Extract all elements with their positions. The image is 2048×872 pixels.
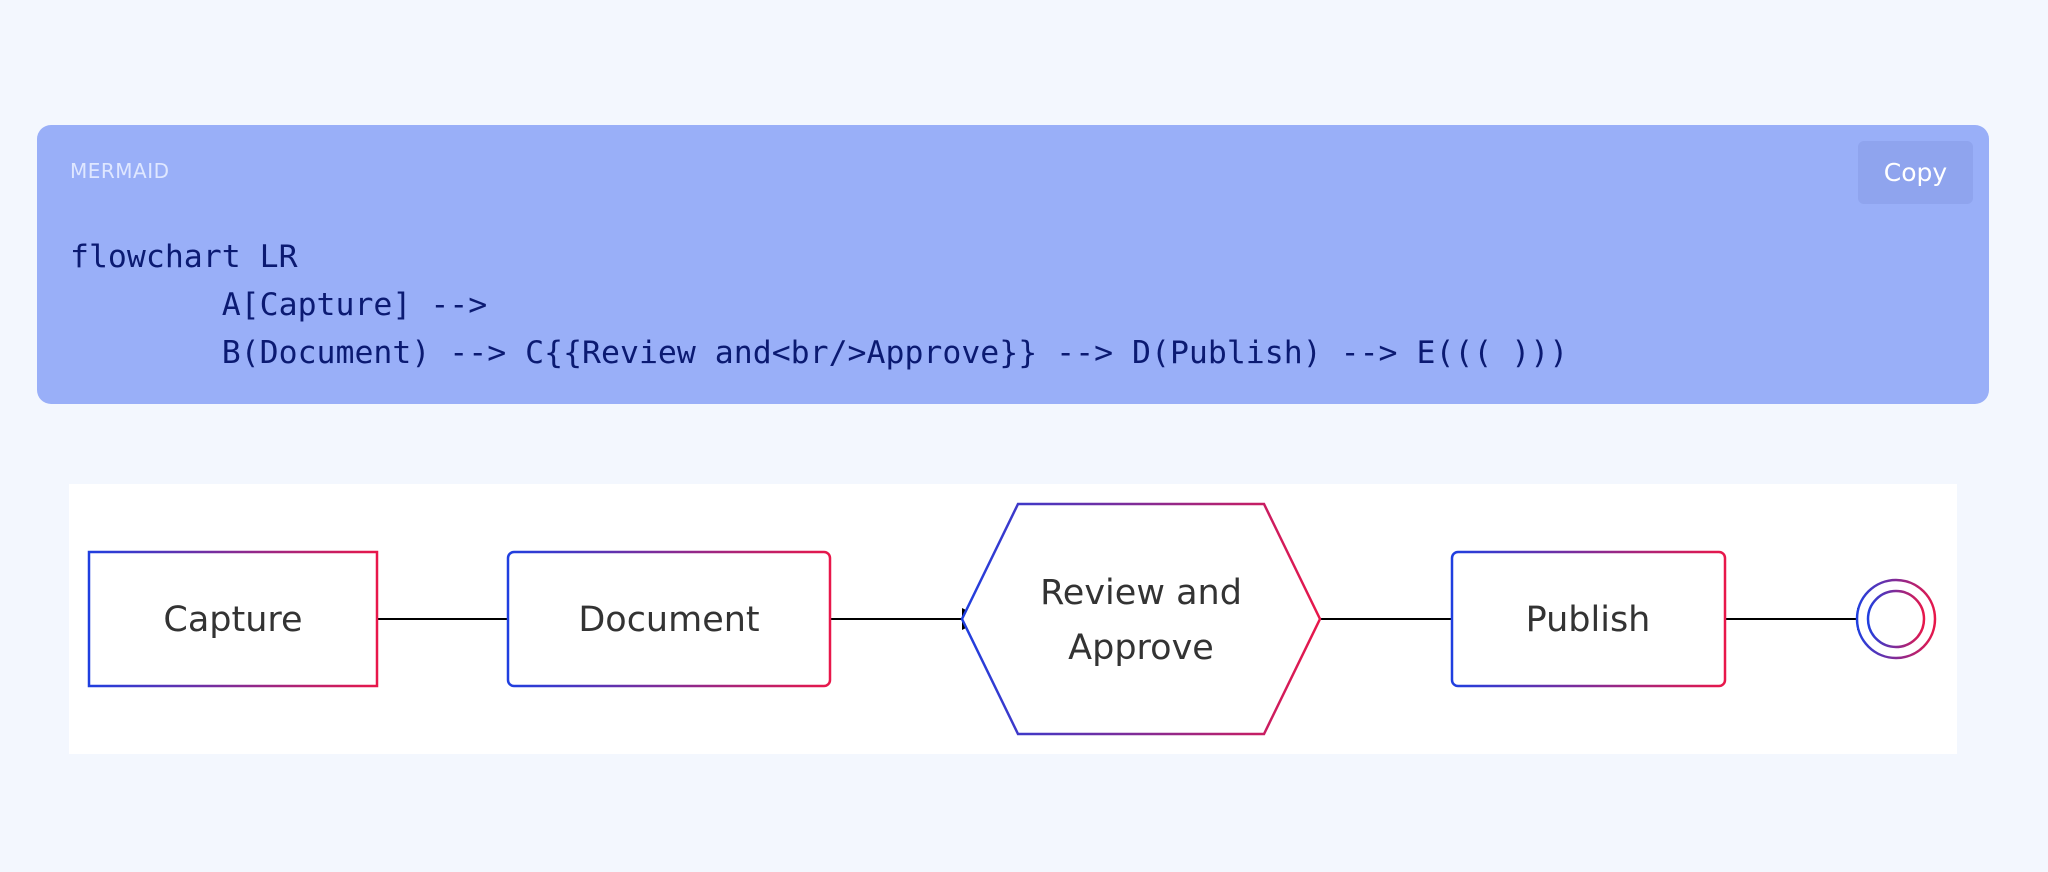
node-review-label-line2: Approve xyxy=(1068,628,1214,668)
node-capture-label: Capture xyxy=(163,600,302,640)
node-capture: Capture xyxy=(87,550,379,688)
code-line: B(Document) --> C{{Review and<br/>Approv… xyxy=(70,335,1569,371)
flowchart-diagram: Capture Document Review and Approve Publ… xyxy=(69,484,1957,754)
node-document: Document xyxy=(506,550,832,688)
code-language-label: MERMAID xyxy=(70,159,170,183)
node-publish: Publish xyxy=(1450,550,1727,688)
node-review-label-line1: Review and xyxy=(1040,573,1242,613)
node-publish-label: Publish xyxy=(1526,600,1651,640)
code-text: flowchart LR A[Capture] --> B(Document) … xyxy=(70,233,1568,377)
node-end-double-circle xyxy=(1855,578,1937,660)
code-block: MERMAID Copy flowchart LR A[Capture] -->… xyxy=(37,125,1989,404)
node-document-label: Document xyxy=(578,600,759,640)
copy-button[interactable]: Copy xyxy=(1858,141,1973,204)
node-review-approve: Review and Approve xyxy=(960,502,1322,736)
code-line: flowchart LR xyxy=(70,239,298,275)
flowchart-svg: Capture Document Review and Approve Publ… xyxy=(87,502,1937,736)
code-line: A[Capture] --> xyxy=(70,287,488,323)
